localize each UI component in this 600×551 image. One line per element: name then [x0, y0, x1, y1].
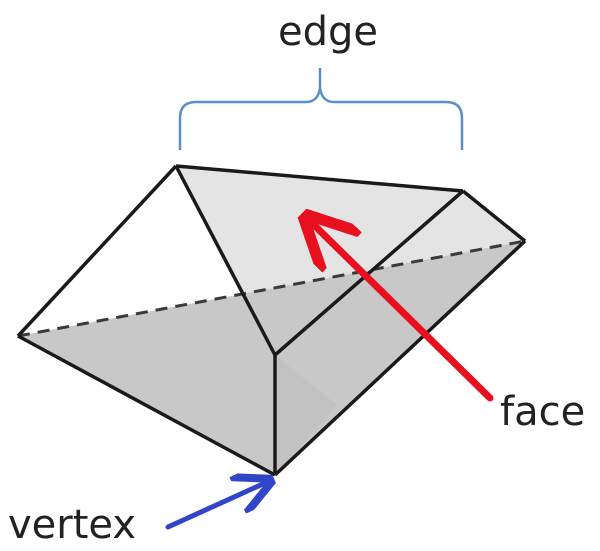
edge-left-upper — [16, 164, 178, 338]
edge-diagonal — [174, 165, 277, 356]
vertex-label: vertex — [8, 502, 136, 548]
face-arrow — [312, 223, 494, 402]
edge-bottom-left — [17, 334, 276, 477]
edge-brace — [178, 87, 464, 150]
edge-top-right — [461, 189, 527, 243]
bottom-left-face — [18, 241, 525, 475]
vertex-arrow — [165, 483, 265, 530]
edge-right-diagonal — [273, 239, 527, 477]
edge-label: edge — [278, 9, 378, 55]
front-right-face — [275, 355, 337, 475]
face-label: face — [500, 389, 586, 435]
edge-top — [175, 164, 464, 193]
edge-inner-diagonal — [273, 189, 465, 357]
hidden-edge-dashed — [17, 239, 526, 338]
prism-edges — [16, 164, 527, 477]
